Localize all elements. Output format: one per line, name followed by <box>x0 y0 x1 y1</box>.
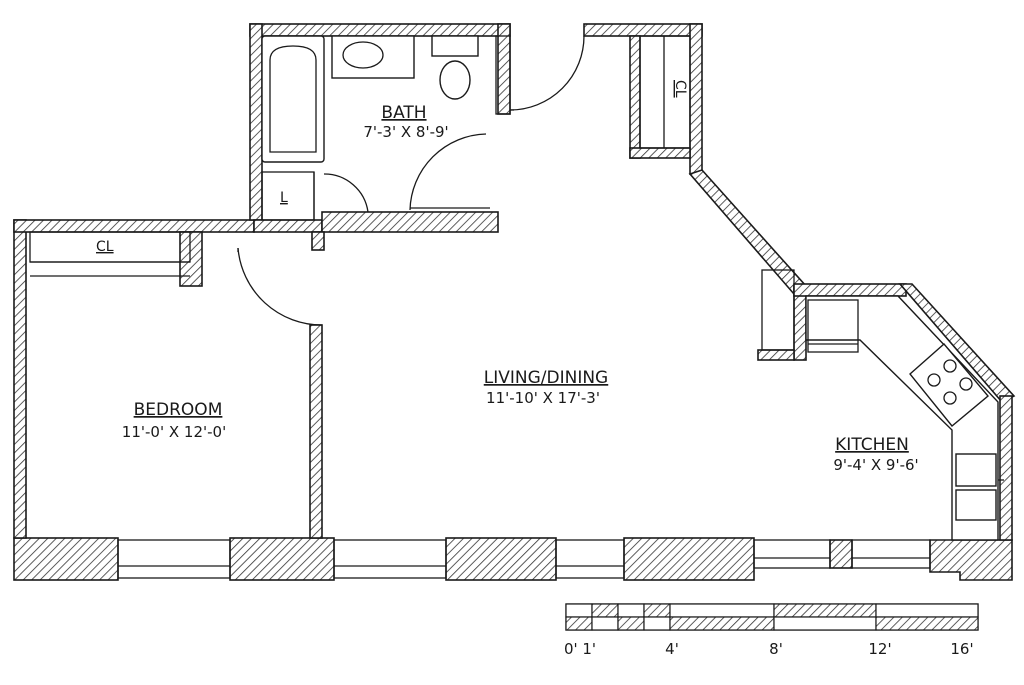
bath-label: BATH 7'-3' X 8'-9' <box>363 103 448 141</box>
linen-closet: L <box>261 171 315 221</box>
bedroom-closet-label: CL <box>96 239 114 255</box>
scale-tick-label: 16' <box>950 640 973 658</box>
scale-tick-label: 0' 1' <box>564 640 596 658</box>
vanity-sink <box>331 35 415 79</box>
scale-tick-label: 12' <box>868 640 891 658</box>
bedroom-label: BEDROOM 11'-0' X 12'-0' <box>122 400 226 441</box>
bathtub <box>261 35 325 163</box>
bedroom-dims: 11'-0' X 12'-0' <box>122 423 226 441</box>
bedroom-closet: CL <box>29 231 191 277</box>
stove <box>909 343 989 427</box>
kitchen-sink <box>955 453 1004 521</box>
bedroom-door-swing <box>237 247 323 326</box>
bath-walls <box>249 23 511 251</box>
kitchen-label: KITCHEN 9'-4' X 9'-6' <box>833 435 918 474</box>
bath-door-swing <box>409 133 487 211</box>
living-name: LIVING/DINING <box>484 368 608 388</box>
bedroom-walls <box>13 219 323 539</box>
scale-bar: 0' 1' 4' 8' 12' 16' <box>564 603 979 658</box>
entry-closet-walls <box>583 23 703 175</box>
linen-closet-label: L <box>280 190 288 206</box>
angled-wall <box>688 169 808 296</box>
scale-tick-label: 4' <box>665 640 679 658</box>
bath-dims: 7'-3' X 8'-9' <box>363 123 448 141</box>
scale-tick-label: 8' <box>769 640 783 658</box>
living-dims: 11'-10' X 17'-3' <box>486 389 600 407</box>
kitchen-dims: 9'-4' X 9'-6' <box>833 456 918 474</box>
bath-name: BATH <box>381 103 426 123</box>
kitchen-name: KITCHEN <box>835 435 909 455</box>
linen-door-swing <box>323 173 369 213</box>
entry-closet-label: CL <box>672 80 688 98</box>
entry-door-swing <box>509 35 585 111</box>
windows <box>117 539 931 579</box>
kitchen-walls <box>793 283 1016 541</box>
bedroom-name: BEDROOM <box>134 400 223 420</box>
entry-closet: CL <box>639 35 691 149</box>
toilet <box>431 35 479 100</box>
living-label: LIVING/DINING 11'-10' X 17'-3' <box>484 368 608 407</box>
bottom-wall <box>13 537 1013 581</box>
